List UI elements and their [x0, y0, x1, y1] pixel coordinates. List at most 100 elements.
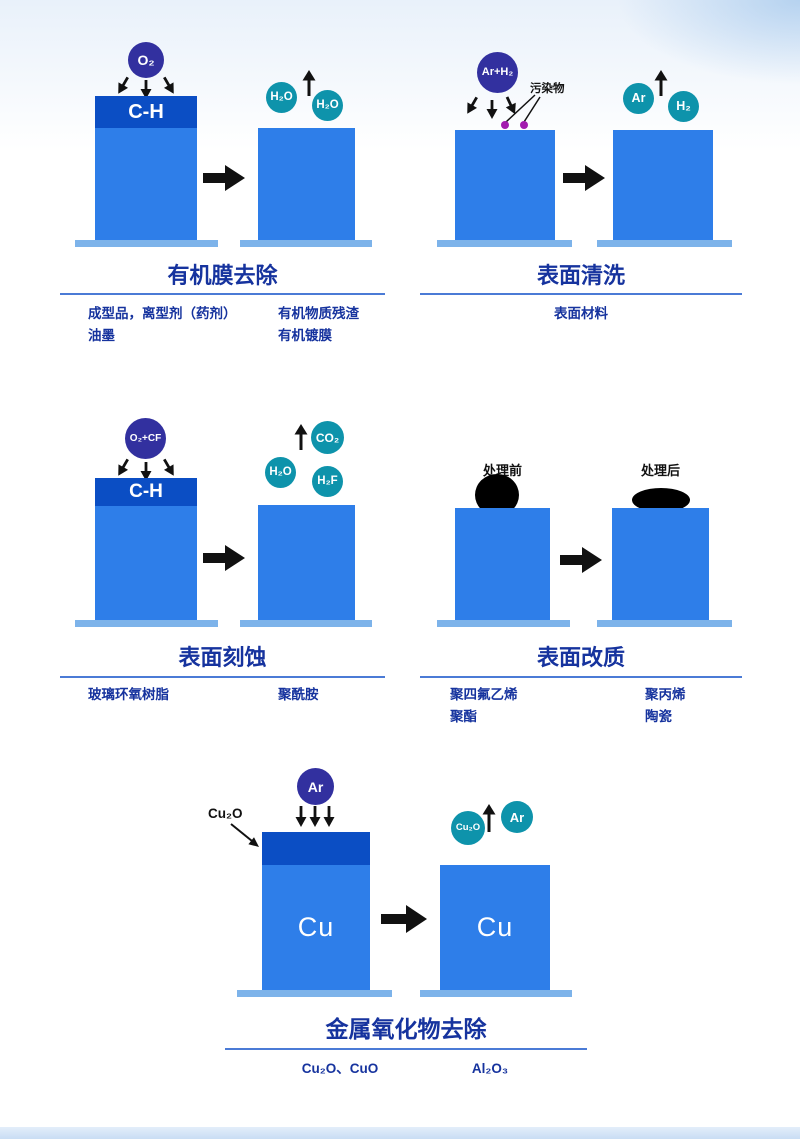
copper-label: Cu: [297, 912, 335, 942]
caption-line: 有机物质残渣: [278, 306, 359, 321]
down-arrow-icon: [323, 806, 335, 827]
panel-title-text: 表面清洗: [536, 263, 625, 288]
molecule-label: O₂+CF: [129, 432, 162, 444]
title-underline: [420, 293, 742, 295]
panel-title-text: 表面改质: [536, 645, 625, 670]
after-treatment-text: 处理后: [640, 463, 680, 478]
bubble-label: Ar: [509, 809, 525, 825]
co2-bubble: CO₂: [311, 421, 344, 454]
caption-line: Cu₂O、CuO: [301, 1061, 379, 1076]
droplet-after: [632, 488, 690, 512]
down-arrow-icon: [295, 806, 307, 827]
title-underline: [225, 1048, 587, 1050]
substrate-base: [437, 620, 570, 627]
substrate-base: [420, 990, 572, 997]
caption-line: 表面材料: [554, 306, 608, 321]
bubble-label: Cu₂O: [455, 822, 481, 834]
right-arrow-icon: [381, 905, 427, 933]
caption-left: Cu₂O、CuO: [280, 1058, 400, 1080]
copper-block-after: Cu: [440, 865, 550, 990]
o2-cf-molecule-badge: O₂+CF: [125, 418, 166, 459]
substrate-base: [240, 240, 372, 247]
background-gradient: [0, 0, 800, 150]
caption-line: 油墨: [88, 328, 115, 343]
caption-line: 玻璃环氧树脂: [88, 687, 169, 702]
right-arrow-icon: [203, 545, 245, 571]
substrate-base: [237, 990, 392, 997]
caption-right: 聚丙烯 陶瓷: [645, 684, 686, 728]
before-treatment-label: 处理前: [455, 460, 550, 479]
substrate-base: [75, 620, 218, 627]
caption-line: 聚酯: [450, 709, 477, 724]
panel-title-text: 表面刻蚀: [178, 645, 267, 670]
caption-line: 陶瓷: [645, 709, 672, 724]
oxide-layer-text: Cu₂O: [208, 806, 243, 821]
panel-title: 金属氧化物去除: [225, 1010, 587, 1044]
down-arrow-icon: [309, 806, 321, 827]
caption-line: 成型品，离型剂（药剂）: [88, 306, 237, 321]
caption-line: 聚四氟乙烯: [450, 687, 518, 702]
pointer-arrow-icon: [228, 822, 268, 854]
oxide-layer-label: Cu₂O: [208, 806, 243, 821]
title-underline: [60, 676, 385, 678]
title-underline: [420, 676, 742, 678]
copper-block-before: Cu: [262, 832, 370, 990]
up-arrow-icon: [482, 804, 496, 832]
up-arrow-icon: [294, 424, 308, 450]
caption-line: 聚酰胺: [278, 687, 319, 702]
oxide-band: [262, 832, 370, 865]
bubble-label: CO₂: [315, 430, 340, 445]
substrate-block-before: C-H: [95, 478, 197, 620]
ar-bubble: Ar: [501, 801, 533, 833]
substrate-block-after: [612, 508, 709, 620]
down-arrow-icon: [159, 456, 179, 478]
substrate-base: [75, 240, 218, 247]
caption-left: 聚四氟乙烯 聚酯: [450, 684, 518, 728]
substrate-base: [597, 620, 732, 627]
panel-title: 表面清洗: [420, 258, 742, 290]
caption-line: Al₂O₃: [471, 1061, 509, 1076]
bubble-label: H₂F: [317, 474, 338, 487]
copper-label: Cu: [476, 912, 514, 942]
title-underline: [60, 293, 385, 295]
caption-center: 表面材料: [420, 303, 742, 325]
right-arrow-icon: [563, 165, 605, 191]
ch-band-label: C-H: [129, 481, 163, 502]
panel-title: 有机膜去除: [60, 258, 385, 290]
bubble-label: H₂O: [269, 465, 292, 478]
before-treatment-text: 处理前: [482, 463, 522, 478]
right-arrow-icon: [560, 547, 602, 573]
molecule-label: Ar: [307, 778, 324, 795]
substrate-base: [597, 240, 732, 247]
caption-left: 玻璃环氧树脂: [88, 684, 169, 706]
substrate-base: [437, 240, 572, 247]
cu2o-bubble: Cu₂O: [451, 811, 485, 845]
ar-molecule-badge: Ar: [297, 768, 334, 805]
caption-right: 聚酰胺: [278, 684, 319, 706]
down-arrow-icon: [113, 456, 133, 478]
after-treatment-label: 处理后: [612, 460, 709, 479]
caption-right: 有机物质残渣 有机镀膜: [278, 303, 359, 347]
panel-title: 表面刻蚀: [60, 640, 385, 672]
panel-title-text: 有机膜去除: [167, 263, 278, 288]
caption-line: 有机镀膜: [278, 328, 332, 343]
droplet-before: [475, 474, 519, 516]
panel-title: 表面改质: [420, 640, 742, 672]
next-section-edge: [0, 1127, 800, 1139]
h2f-bubble: H₂F: [312, 466, 343, 497]
caption-right: Al₂O₃: [440, 1058, 540, 1080]
substrate-base: [240, 620, 372, 627]
copper-body: Cu: [262, 865, 370, 990]
h2o-bubble: H₂O: [265, 457, 296, 488]
down-arrow-icon: [140, 462, 152, 481]
caption-left: 成型品，离型剂（药剂） 油墨: [88, 303, 237, 347]
substrate-block-before: [455, 508, 550, 620]
ch-band: C-H: [95, 478, 197, 506]
substrate-block-after: [258, 505, 355, 620]
